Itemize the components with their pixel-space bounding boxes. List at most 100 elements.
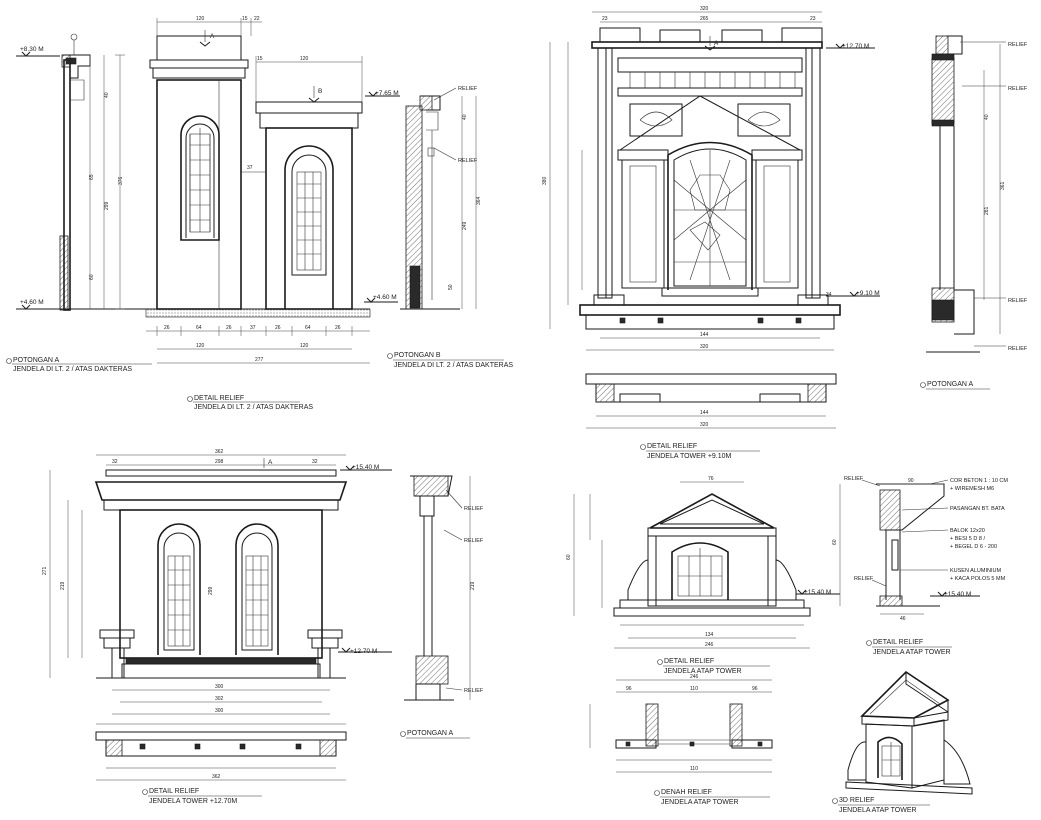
section-atap-tower-side: 90 46 60 RELIEF RELIEF COR BETON 1 : 10 … bbox=[832, 476, 1008, 656]
note-wiremesh: + WIREMESH M6 bbox=[950, 486, 994, 492]
section-mark-a1: A bbox=[210, 33, 215, 40]
dim-302: 302 bbox=[215, 696, 224, 702]
title-detail-relief-tower-910-l2: JENDELA TOWER +9.10M bbox=[647, 453, 732, 460]
dim-300b: 300 bbox=[215, 708, 224, 714]
level-1540b: +15.40 M bbox=[804, 589, 831, 596]
level-830: +8.30 M bbox=[20, 46, 44, 53]
dim-46a: 46 bbox=[900, 616, 906, 622]
title-detail-relief-atap-side-l2: JENDELA ATAP TOWER bbox=[873, 649, 951, 656]
relief-label-s1: RELIEF bbox=[844, 476, 864, 482]
dim-76: 76 bbox=[708, 476, 714, 482]
section-mark-a3: A bbox=[268, 459, 273, 466]
dim-376: 376 bbox=[118, 176, 124, 185]
note-balok: BALOK 12x20 bbox=[950, 528, 985, 534]
dim-134: 134 bbox=[705, 632, 714, 638]
relief-label-s2: RELIEF bbox=[854, 576, 874, 582]
dim-120-top: 120 bbox=[196, 16, 205, 22]
dim-37-mid: 37 bbox=[247, 165, 253, 171]
dim-300a: 300 bbox=[215, 684, 224, 690]
dim-299: 299 bbox=[104, 201, 110, 210]
dim-23a: 23 bbox=[602, 16, 608, 22]
dim-246a: 246 bbox=[705, 642, 714, 648]
dim-271: 271 bbox=[42, 566, 48, 575]
level-1270b: +12.70 M bbox=[350, 648, 377, 655]
dim-50a: 50 bbox=[448, 284, 454, 290]
title-denah-relief-atap-l1: DENAH RELIEF bbox=[661, 789, 712, 796]
dim-299b: 299 bbox=[208, 586, 214, 595]
note-besi: + BESI 5 D 8 / bbox=[950, 536, 985, 542]
section-b-lt2: +7.65 M RELIEF RELIEF 364 249 40 50 POTO… bbox=[365, 86, 513, 369]
note-pasangan: PASANGAN BT. BATA bbox=[950, 506, 1005, 512]
section-mark-a2: A bbox=[714, 40, 719, 47]
dim-320c: 320 bbox=[700, 422, 709, 428]
dim-362: 362 bbox=[215, 449, 224, 455]
title-detail-relief-tower-910-l1: DETAIL RELIEF bbox=[647, 443, 697, 450]
dim-23b: 23 bbox=[810, 16, 816, 22]
dim-277: 277 bbox=[255, 357, 264, 363]
title-detail-relief-lt2-l2: JENDELA DI LT. 2 / ATAS DAKTERAS bbox=[194, 404, 313, 411]
title-detail-relief-lt2-l1: DETAIL RELIEF bbox=[194, 395, 244, 402]
title-potongan-a-tower-910: POTONGAN A bbox=[927, 381, 973, 388]
title-detail-relief-atap-front-l1: DETAIL RELIEF bbox=[664, 658, 714, 665]
dim-120-bot2: 120 bbox=[300, 343, 309, 349]
title-detail-relief-tower-1270-l1: DETAIL RELIEF bbox=[149, 788, 199, 795]
dim-37a: 37 bbox=[250, 325, 256, 331]
dim-298: 298 bbox=[215, 459, 224, 465]
level-460a: +4.60 M bbox=[20, 299, 44, 306]
dim-380: 380 bbox=[542, 176, 548, 185]
plan-atap-tower: 246 110 96 96 110 DENAH RELIEF JENDELA A… bbox=[589, 674, 773, 806]
title-detail-relief-atap-front-l2: JENDELA ATAP TOWER bbox=[664, 668, 742, 675]
dim-320b: 320 bbox=[700, 344, 709, 350]
elevation-lt2: A B 120 15 22 120 15 37 26 64 26 37 26 6… bbox=[145, 16, 398, 411]
section-mark-b1: B bbox=[318, 88, 322, 95]
section-a-lt2: 376 299 65 60 40 +8.30 M +4.60 M POTONGA… bbox=[6, 33, 152, 373]
dim-265: 265 bbox=[700, 16, 709, 22]
elevation-tower-1270: 362 298 32 32 271 219 299 300 302 300 A … bbox=[42, 449, 392, 805]
relief-label-t2: RELIEF bbox=[1008, 86, 1028, 92]
dim-15-top: 15 bbox=[242, 16, 248, 22]
dim-219: 219 bbox=[60, 581, 66, 590]
relief-3d-atap-tower: 3D RELIEF JENDELA ATAP TOWER bbox=[832, 670, 973, 814]
dim-96a: 96 bbox=[626, 686, 632, 692]
dim-34a: 34 bbox=[826, 292, 832, 298]
dim-60b: 60 bbox=[566, 554, 572, 560]
level-910: +9.10 M bbox=[856, 290, 880, 297]
dim-219b: 219 bbox=[470, 581, 476, 590]
level-765: +7.65 M bbox=[375, 90, 399, 97]
dim-361: 361 bbox=[1000, 181, 1006, 190]
title-potongan-a-lt2-l2: JENDELA DI LT. 2 / ATAS DAKTERAS bbox=[13, 366, 132, 373]
dim-364: 364 bbox=[476, 196, 482, 205]
level-1540a: +15.40 M bbox=[352, 464, 379, 471]
dim-32b: 32 bbox=[312, 459, 318, 465]
dim-60: 60 bbox=[89, 274, 95, 280]
title-3d-relief-atap-l2: JENDELA ATAP TOWER bbox=[839, 807, 917, 814]
level-1270: +12.70 M bbox=[842, 43, 869, 50]
dim-40c: 40 bbox=[984, 114, 990, 120]
dim-249: 249 bbox=[462, 221, 468, 230]
title-detail-relief-tower-1270-l2: JENDELA TOWER +12.70M bbox=[149, 798, 237, 805]
dim-40a: 40 bbox=[104, 92, 110, 98]
dim-144b: 144 bbox=[700, 410, 709, 416]
relief-label-u2: RELIEF bbox=[464, 538, 484, 544]
dim-144a: 144 bbox=[700, 332, 709, 338]
dim-26d: 26 bbox=[335, 325, 341, 331]
note-kaca: + KACA POLOS 5 MM bbox=[950, 576, 1006, 582]
relief-label-b1: RELIEF bbox=[458, 86, 478, 92]
dim-110b: 110 bbox=[690, 766, 698, 772]
title-potongan-a-lt2-l1: POTONGAN A bbox=[13, 357, 59, 364]
relief-label-u3: RELIEF bbox=[464, 688, 484, 694]
section-a-tower-1270: 219 RELIEF RELIEF RELIEF POTONGAN A bbox=[400, 475, 484, 739]
dim-90: 90 bbox=[908, 478, 914, 484]
dim-22-top: 22 bbox=[254, 16, 260, 22]
relief-label-t3: RELIEF bbox=[1008, 298, 1028, 304]
dim-120-bot: 120 bbox=[196, 343, 205, 349]
title-potongan-b-lt2-l2: JENDELA DI LT. 2 / ATAS DAKTERAS bbox=[394, 362, 513, 369]
dim-362b: 362 bbox=[212, 774, 221, 780]
title-3d-relief-atap-l1: 3D RELIEF bbox=[839, 797, 874, 804]
dim-15-mid: 15 bbox=[257, 56, 263, 62]
dim-64a: 64 bbox=[196, 325, 202, 331]
dim-26b: 26 bbox=[226, 325, 232, 331]
level-1540c: +15.40 M bbox=[944, 591, 971, 598]
dim-32a: 32 bbox=[112, 459, 118, 465]
elevation-atap-tower-front: 76 134 246 60 +15.40 M DETAIL RELIEF JEN… bbox=[566, 476, 840, 675]
